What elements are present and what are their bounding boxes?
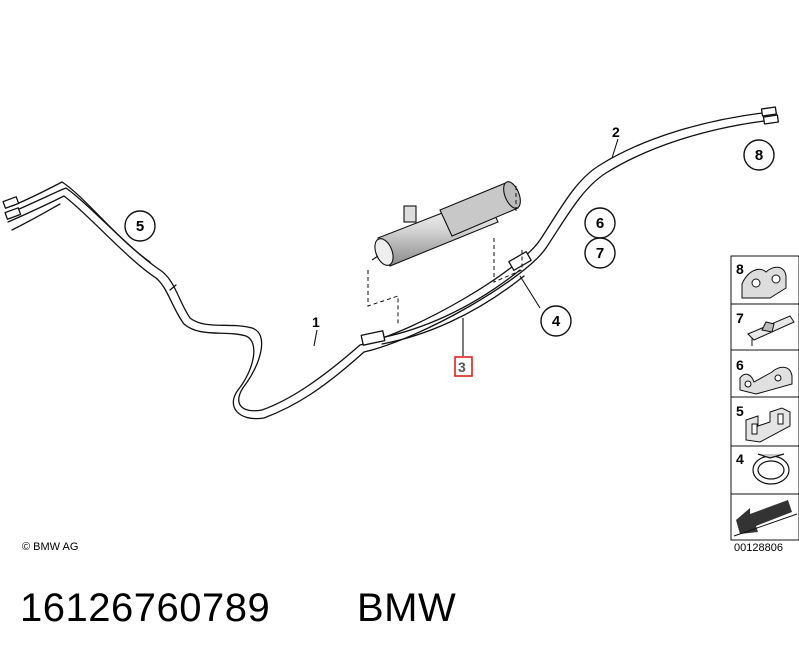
leader-lines bbox=[313, 138, 619, 356]
bracket-7-icon bbox=[747, 315, 795, 346]
side-panel-item-7[interactable]: 7 bbox=[736, 310, 795, 346]
copyright-notice: © BMW AG bbox=[22, 541, 79, 553]
holder-6-icon bbox=[739, 366, 793, 395]
hose-clamp-4-icon bbox=[752, 453, 790, 485]
direction-arrow-icon bbox=[733, 500, 798, 537]
clip-5-icon bbox=[745, 407, 791, 443]
callout-6-label: 6 bbox=[596, 215, 604, 232]
detail-guides bbox=[367, 186, 523, 326]
fuel-filter bbox=[371, 181, 521, 267]
side-panel-number-8: 8 bbox=[736, 261, 744, 277]
side-panel bbox=[730, 255, 799, 541]
side-panel-item-5[interactable]: 5 bbox=[736, 403, 791, 443]
callout-5-label: 5 bbox=[136, 218, 144, 235]
callout-5[interactable]: 5 bbox=[124, 210, 156, 242]
leader-label-1[interactable]: 1 bbox=[312, 314, 320, 330]
side-panel-number-4: 4 bbox=[736, 451, 744, 467]
side-panel-item-4[interactable]: 4 bbox=[736, 451, 790, 485]
side-panel-number-7: 7 bbox=[736, 310, 744, 326]
side-panel-number-5: 5 bbox=[736, 403, 744, 419]
callout-4-label: 4 bbox=[552, 313, 561, 330]
callout-7[interactable]: 7 bbox=[584, 237, 616, 269]
fuel-lines bbox=[2, 106, 779, 420]
callout-8-label: 8 bbox=[755, 147, 763, 164]
clamp-8-icon bbox=[741, 266, 787, 299]
callout-7-label: 7 bbox=[596, 245, 604, 262]
highlight-box bbox=[454, 356, 473, 377]
callout-4[interactable]: 4 bbox=[540, 305, 572, 337]
side-panel-item-6[interactable]: 6 bbox=[736, 357, 793, 395]
brand-name: BMW bbox=[357, 586, 457, 630]
callout-6[interactable]: 6 bbox=[584, 207, 616, 239]
leader-label-2[interactable]: 2 bbox=[612, 124, 620, 140]
leader-label-3[interactable]: 3 bbox=[458, 359, 466, 375]
part-number: 16126760789 bbox=[20, 586, 271, 630]
side-panel-item-8[interactable]: 8 bbox=[736, 261, 787, 299]
callout-8[interactable]: 8 bbox=[743, 139, 775, 171]
side-panel-number-6: 6 bbox=[736, 357, 744, 373]
drawing-id: 00128806 bbox=[734, 542, 783, 554]
